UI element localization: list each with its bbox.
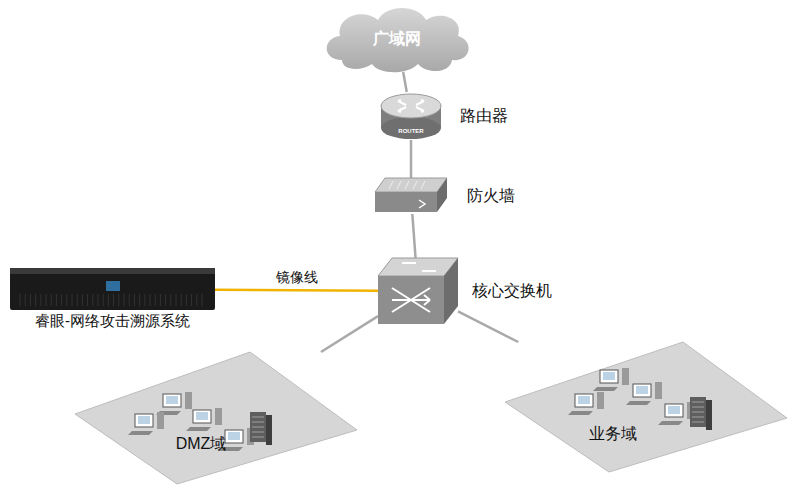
core-switch-icon: 核心交换机	[378, 258, 458, 324]
switch-label: 核心交换机	[472, 281, 552, 300]
appliance-icon: 睿眼-网络攻击溯源系统	[10, 268, 215, 310]
link-label: 镜像线	[274, 269, 320, 286]
mirror-link	[215, 290, 378, 291]
firewall-label: 防火墙	[467, 186, 515, 205]
appliance-icon-art	[10, 268, 215, 310]
zone-label: 业务域	[589, 424, 637, 443]
network-zone-art	[505, 342, 787, 472]
zone-label: DMZ域	[176, 434, 227, 453]
firewall-icon-art	[375, 178, 447, 214]
network-link	[410, 140, 413, 178]
router-label: 路由器	[460, 106, 508, 125]
network-link	[321, 316, 378, 352]
network-link	[412, 214, 415, 258]
router-icon: ROUTER路由器	[380, 92, 442, 140]
network-zone: DMZ域	[75, 352, 357, 484]
cloud-label: 广域网	[373, 29, 421, 48]
network-zone-art	[75, 352, 357, 484]
network-link	[458, 311, 518, 342]
router-badge: ROUTER	[398, 128, 423, 135]
appliance-label: 睿眼-网络攻击溯源系统	[35, 312, 190, 330]
wan-cloud: 广域网	[322, 2, 472, 72]
network-link	[403, 72, 407, 92]
network-zone: 业务域	[505, 342, 787, 472]
core-switch-icon-art	[378, 258, 458, 324]
firewall-icon: 防火墙	[375, 178, 447, 214]
